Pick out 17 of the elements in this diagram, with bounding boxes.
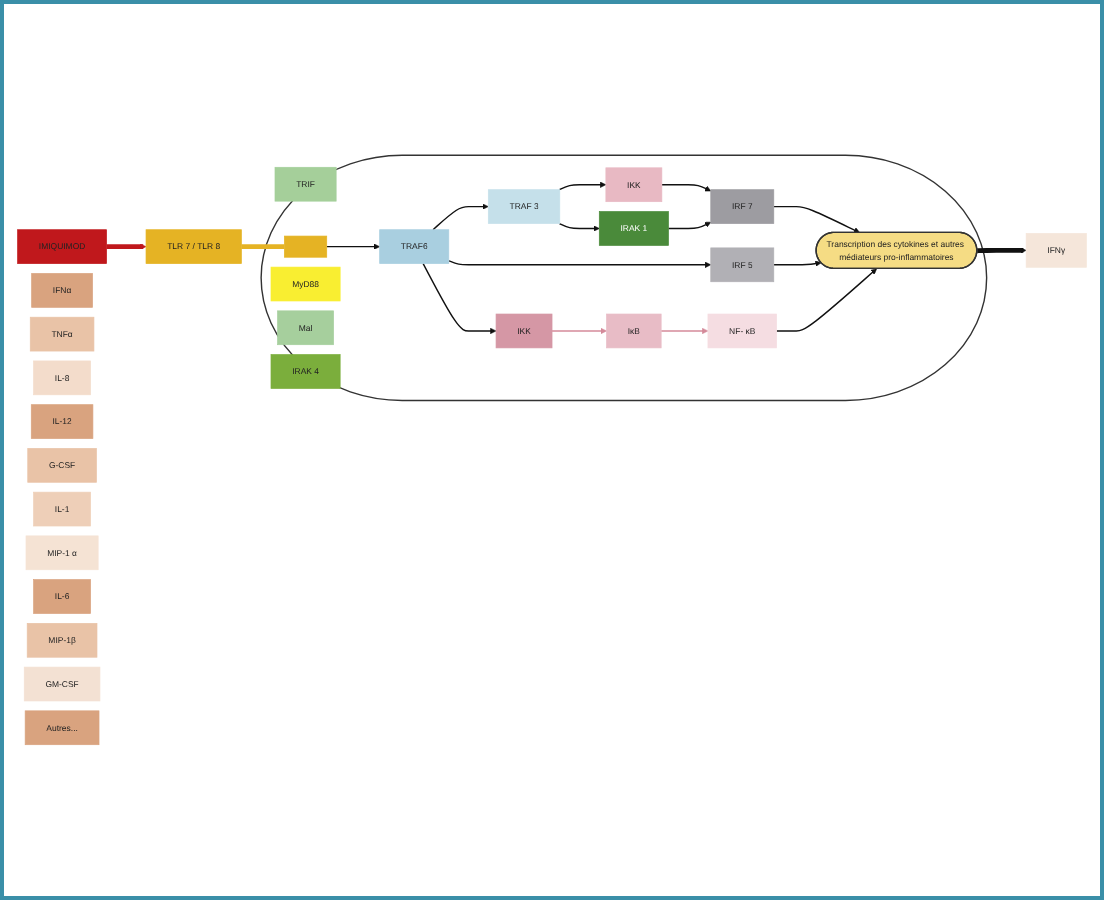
arrow (558, 222, 600, 232)
arrow (976, 247, 1027, 254)
arrow (448, 260, 712, 268)
arrow (105, 243, 147, 250)
arrow (775, 268, 877, 332)
arrow (551, 327, 607, 335)
arrow (558, 181, 607, 191)
arrow (661, 184, 712, 192)
connector (240, 244, 285, 250)
node-box (284, 235, 328, 258)
arrow (660, 327, 709, 335)
arrow (422, 262, 497, 335)
arrow (326, 243, 380, 250)
arrow (667, 221, 712, 230)
arrow (773, 205, 860, 234)
arrow (773, 260, 822, 267)
arrow (432, 203, 489, 231)
